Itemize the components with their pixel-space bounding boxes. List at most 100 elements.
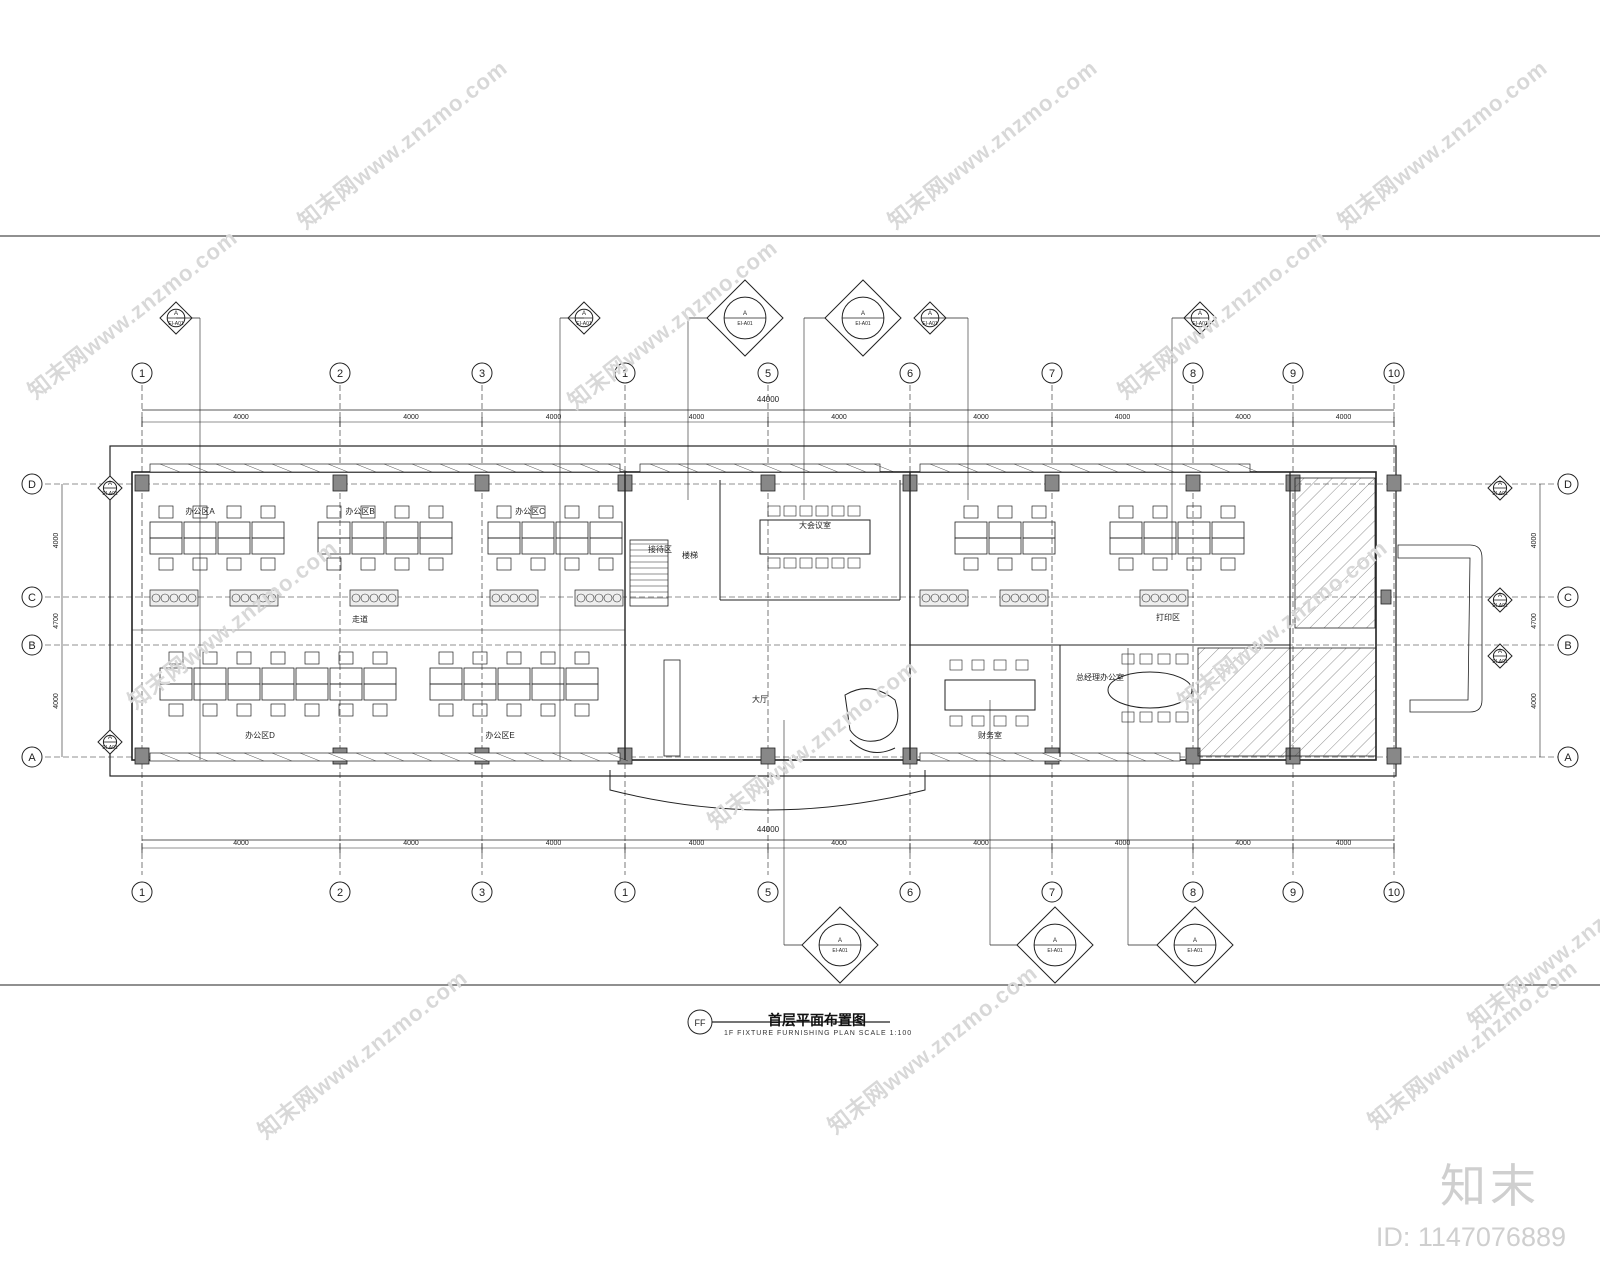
section-marker-1-ref: EI-A01 bbox=[576, 321, 592, 327]
plant-6 bbox=[1001, 593, 1011, 603]
row-bubble-right-C bbox=[1557, 586, 1579, 608]
workstation-g-desk-bottom bbox=[1211, 537, 1245, 555]
workstation-b-desk-top bbox=[351, 521, 385, 539]
grid-bubble-top-3 bbox=[471, 362, 493, 384]
window-mark-3 bbox=[383, 752, 405, 762]
workstation-e-desk-bottom bbox=[463, 683, 497, 701]
elevation-index-0-ref: EI-A01 bbox=[737, 321, 753, 327]
hatched-area-south bbox=[1197, 647, 1377, 757]
workstation-e-desk-top bbox=[429, 667, 463, 685]
workstation-d-chair-top bbox=[202, 651, 218, 665]
workstation-f-desk-bottom bbox=[954, 537, 988, 555]
window-mark-0 bbox=[159, 463, 181, 473]
plant-3 bbox=[509, 593, 519, 603]
workstation-g-desk-bottom bbox=[1109, 537, 1143, 555]
workstation-d-desk-bottom bbox=[329, 683, 363, 701]
room-label-lobby: 大厅 bbox=[752, 694, 768, 704]
workstation-d-chair-top bbox=[168, 651, 184, 665]
workstation-a-desk-bottom bbox=[251, 537, 285, 555]
manager-chair bbox=[993, 659, 1007, 671]
workstation-d-desk-bottom bbox=[193, 683, 227, 701]
grid-label-bottom-8: 8 bbox=[1190, 887, 1196, 899]
plant-7 bbox=[1150, 593, 1160, 603]
building-outer-wall bbox=[109, 445, 1397, 777]
section-marker-4-letter: A bbox=[108, 481, 112, 487]
section-marker-3-letter: A bbox=[1198, 311, 1202, 317]
room-label-office_a: 办公区A bbox=[185, 506, 215, 516]
workstation-a-desk-top bbox=[251, 521, 285, 539]
structural-column-4-1 bbox=[760, 747, 776, 765]
workstation-d-chair-bottom bbox=[338, 703, 354, 717]
grid-bubble-top-1 bbox=[131, 362, 153, 384]
plant-2 bbox=[360, 593, 370, 603]
window-mark-4 bbox=[1125, 752, 1147, 762]
section-marker-7-letter: A bbox=[1498, 593, 1502, 599]
window-mark-0 bbox=[355, 463, 377, 473]
row-bubble-left-A bbox=[21, 746, 43, 768]
window-mark-3 bbox=[523, 752, 545, 762]
section-marker-1-letter: A bbox=[582, 311, 586, 317]
structural-column-c10 bbox=[1380, 589, 1392, 605]
plant-1 bbox=[267, 593, 277, 603]
row-label-right-A: A bbox=[1564, 752, 1572, 764]
window-mark-4 bbox=[1041, 752, 1063, 762]
section-marker-7-ref: EI-A01 bbox=[1492, 603, 1508, 609]
workstation-g-chair-bottom bbox=[1220, 557, 1236, 571]
workstation-d-desk-top bbox=[363, 667, 397, 685]
workstation-e-chair-top bbox=[438, 651, 454, 665]
workstation-d-desk-bottom bbox=[159, 683, 193, 701]
workstation-b-desk-bottom bbox=[317, 537, 351, 555]
dim-vert-left-label-1: 4000 bbox=[53, 533, 60, 549]
plant-0 bbox=[151, 593, 161, 603]
meeting-chair-n bbox=[831, 505, 845, 517]
workstation-a-chair-bottom bbox=[158, 557, 174, 571]
window-mark-2 bbox=[985, 463, 1007, 473]
workstation-f-desk-top bbox=[1022, 521, 1056, 539]
workstation-f-chair-bottom bbox=[1031, 557, 1047, 571]
window-mark-2 bbox=[1013, 463, 1035, 473]
drawing-title: 首层平面布置图 bbox=[768, 1013, 866, 1029]
dim-span-top-3: 4000 bbox=[546, 414, 562, 421]
planter-box-7 bbox=[1139, 589, 1189, 607]
elevation-index-4-letter: A bbox=[1193, 938, 1197, 944]
window-mark-0 bbox=[495, 463, 517, 473]
workstation-d-chair-top bbox=[304, 651, 320, 665]
workstation-e-desk-bottom bbox=[531, 683, 565, 701]
room-label-office_e: 办公区E bbox=[485, 730, 514, 740]
plant-4 bbox=[603, 593, 613, 603]
window-strip-3 bbox=[149, 752, 621, 762]
row-bubble-left-B bbox=[21, 634, 43, 656]
grid-label-bottom-7: 7 bbox=[1049, 887, 1055, 899]
structural-column-4-0 bbox=[760, 474, 776, 492]
row-label-right-B: B bbox=[1564, 640, 1571, 652]
grid-label-top-1: 1 bbox=[139, 368, 145, 380]
oval-chair-s bbox=[1139, 711, 1153, 723]
workstation-f-desk-top bbox=[954, 521, 988, 539]
workstation-d-desk-top bbox=[295, 667, 329, 685]
hatched-area-north bbox=[1294, 477, 1376, 629]
workstation-c-desk-top bbox=[487, 521, 521, 539]
grid-bubble-top-4 bbox=[614, 362, 636, 384]
workstation-g-chair-top bbox=[1186, 505, 1202, 519]
row-label-left-A: A bbox=[28, 752, 36, 764]
window-mark-0 bbox=[327, 463, 349, 473]
dim-span-bottom-7: 4000 bbox=[1115, 840, 1131, 847]
planter-box-2 bbox=[349, 589, 399, 607]
window-mark-3 bbox=[495, 752, 517, 762]
grid-bubble-bottom-7 bbox=[1041, 881, 1063, 903]
manager-chair-s bbox=[993, 715, 1007, 727]
plant-3 bbox=[500, 593, 510, 603]
structural-column-1-0 bbox=[332, 474, 348, 492]
workstation-c-desk-bottom bbox=[487, 537, 521, 555]
grid-label-top-6: 6 bbox=[907, 368, 913, 380]
workstation-b-chair-top bbox=[428, 505, 444, 519]
grid-bubble-bottom-4 bbox=[614, 881, 636, 903]
plant-1 bbox=[249, 593, 259, 603]
dim-span-bottom-9: 4000 bbox=[1336, 840, 1352, 847]
workstation-g-desk-top bbox=[1109, 521, 1143, 539]
workstation-a-desk-top bbox=[217, 521, 251, 539]
meeting-chair-s bbox=[767, 557, 781, 569]
workstation-f-desk-bottom bbox=[1022, 537, 1056, 555]
workstation-e-desk-top bbox=[531, 667, 565, 685]
window-mark-3 bbox=[327, 752, 349, 762]
